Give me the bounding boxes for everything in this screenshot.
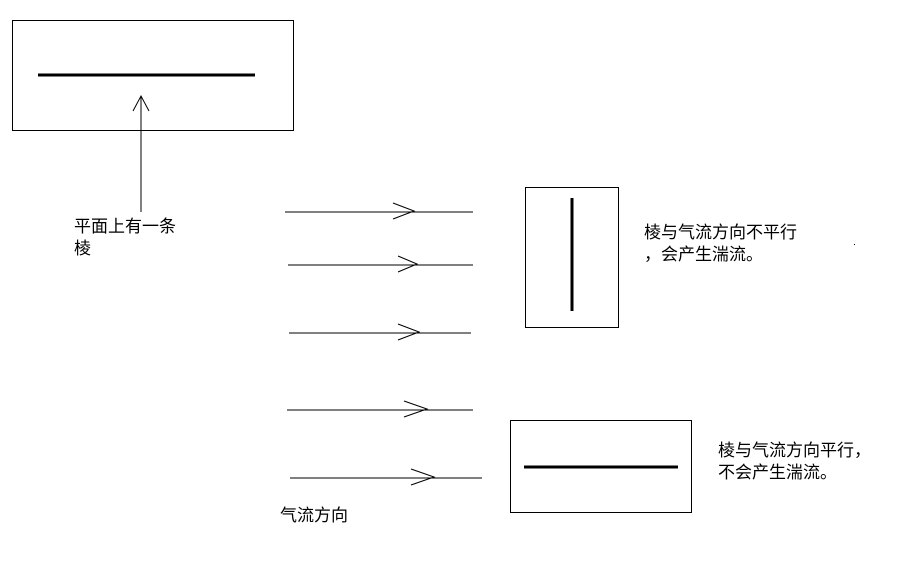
airflow-arrow-2-head — [397, 255, 419, 273]
plane-box-horizontal — [510, 420, 692, 513]
label-plane-ridge: 平面上有一条 棱 — [74, 216, 176, 260]
label-not-parallel: 棱与气流方向不平行 ，会产生湍流。 — [644, 222, 797, 266]
label-parallel: 棱与气流方向平行， 不会产生湍流。 — [718, 440, 871, 484]
label-airflow-direction: 气流方向 — [280, 506, 348, 526]
plane-box-vertical — [525, 187, 619, 328]
stray-dot — [854, 244, 855, 245]
label-plane-ridge-line-1: 平面上有一条 — [74, 217, 176, 237]
label-not-parallel-line-2: ，会产生湍流。 — [644, 245, 763, 265]
plane-box-top — [12, 20, 294, 131]
airflow-arrow-5-head — [410, 468, 436, 486]
label-parallel-line-2: 不会产生湍流。 — [718, 463, 837, 483]
airflow-arrow-1-head — [392, 202, 416, 220]
airflow-arrows — [285, 202, 482, 486]
label-plane-ridge-line-2: 棱 — [74, 239, 91, 259]
label-not-parallel-line-1: 棱与气流方向不平行 — [644, 223, 797, 243]
pointer-arrow-head — [132, 94, 150, 112]
airflow-arrow-3-head — [397, 323, 421, 341]
label-parallel-line-1: 棱与气流方向平行， — [718, 441, 871, 461]
airflow-arrow-4-head — [403, 400, 429, 418]
